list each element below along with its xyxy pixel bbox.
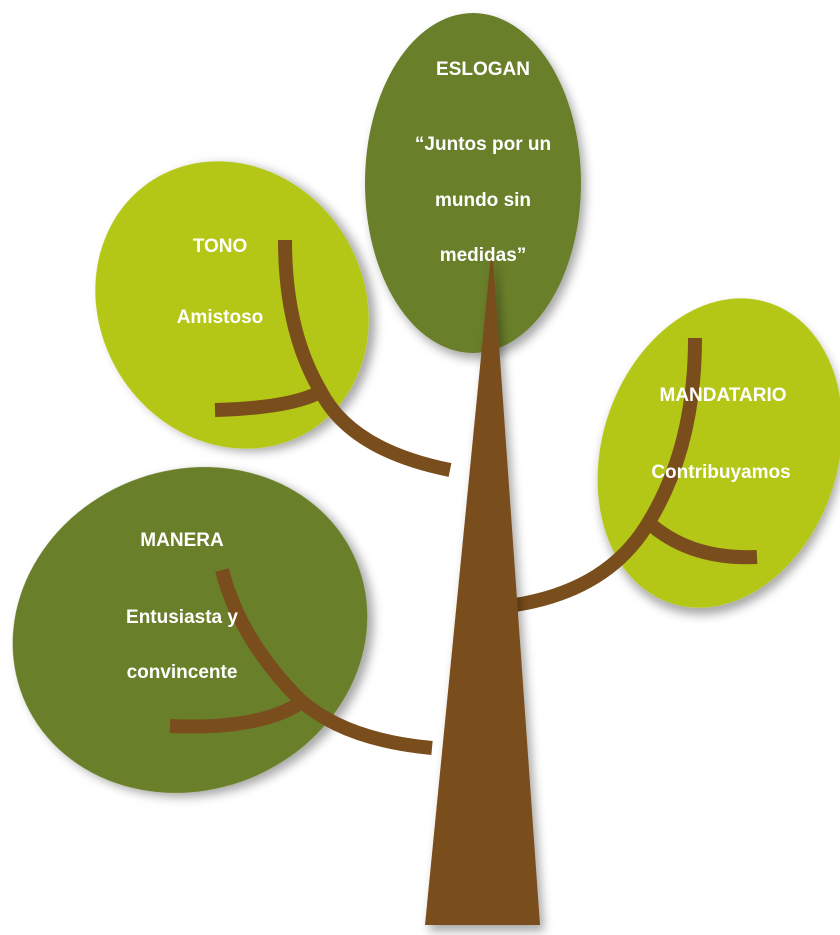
branches: [169, 239, 758, 755]
eslogan-title: ESLOGAN: [436, 59, 530, 80]
leaf-tono: [95, 161, 369, 449]
tono-line-1: Amistoso: [177, 307, 264, 328]
branch-tono: [278, 239, 452, 477]
twig-manera: [169, 696, 306, 734]
twig-tono: [214, 385, 324, 417]
trunk: [425, 245, 540, 925]
manera-text: MANERA Entusiasta y convincente: [126, 530, 238, 683]
leaf-manera: [12, 467, 368, 793]
tono-text: TONO Amistoso: [177, 236, 264, 328]
leaf-eslogan: [365, 13, 581, 353]
eslogan-line-1: “Juntos por un: [415, 134, 551, 155]
manera-line-2: convincente: [127, 662, 238, 683]
eslogan-line-2: mundo sin: [435, 190, 531, 211]
leaf-mandatario: [597, 298, 840, 608]
manera-line-1: Entusiasta y: [126, 607, 238, 628]
mandatario-text: MANDATARIO Contribuyamos: [651, 385, 790, 483]
eslogan-text: ESLOGAN “Juntos por un mundo sin medidas…: [415, 59, 551, 266]
eslogan-line-3: medidas”: [440, 245, 527, 266]
mandatario-line-1: Contribuyamos: [651, 462, 790, 483]
mandatario-title: MANDATARIO: [660, 385, 787, 406]
twig-mandatario: [643, 516, 758, 565]
manera-title: MANERA: [140, 530, 224, 551]
tono-title: TONO: [193, 236, 248, 257]
